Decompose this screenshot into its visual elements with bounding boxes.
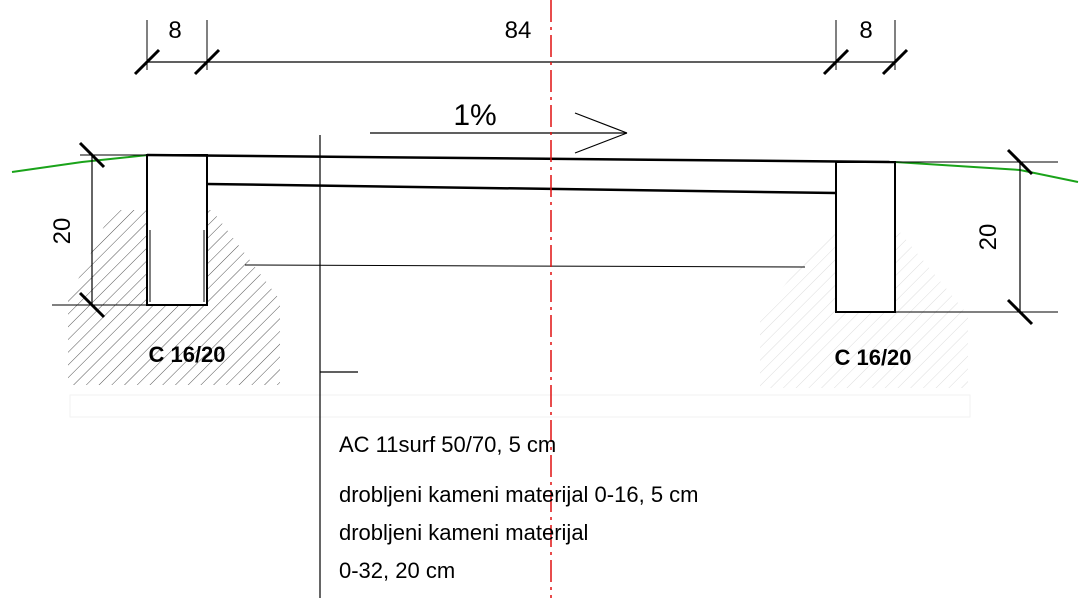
- ground-line-right: [894, 161, 1079, 183]
- center-width-label: 84: [505, 17, 532, 44]
- left-height-tick: [78, 141, 106, 169]
- right-curb-concrete-label: C 16/20: [834, 345, 911, 370]
- top-dimension-tick: [822, 48, 850, 76]
- layer-label-asphalt: AC 11surf 50/70, 5 cm: [339, 432, 556, 457]
- layer-label-crushed-stone-fine: drobljeni kameni materijal 0-16, 5 cm: [339, 482, 699, 507]
- slope-label: 1%: [453, 99, 496, 132]
- pavement-bottom-surface: [206, 182, 837, 195]
- slope-arrow-head: [574, 132, 628, 154]
- left-curb-concrete-label: C 16/20: [148, 342, 225, 367]
- layer-label-crushed-stone-coarse-size: 0-32, 20 cm: [339, 558, 455, 583]
- right-curb: [835, 161, 896, 313]
- slope-arrow-head: [574, 112, 628, 134]
- ground-line-left: [11, 154, 149, 173]
- layer-label-crushed-stone-coarse: drobljeni kameni materijal: [339, 520, 588, 545]
- top-dimension-tick: [881, 48, 909, 76]
- left-width-label: 8: [168, 17, 181, 44]
- left-height-label: 20: [49, 218, 76, 245]
- left-height-tick: [78, 291, 106, 319]
- top-dimension-tick: [133, 48, 161, 76]
- right-height-label: 20: [975, 224, 1002, 251]
- right-width-label: 8: [859, 17, 872, 44]
- pavement-top-surface: [146, 153, 896, 164]
- right-height-tick: [1006, 148, 1034, 176]
- left-curb: [146, 154, 208, 306]
- subbase-line: [244, 264, 806, 268]
- top-dimension-tick: [193, 48, 221, 76]
- background-frame: [69, 394, 971, 418]
- right-height-tick: [1006, 298, 1034, 326]
